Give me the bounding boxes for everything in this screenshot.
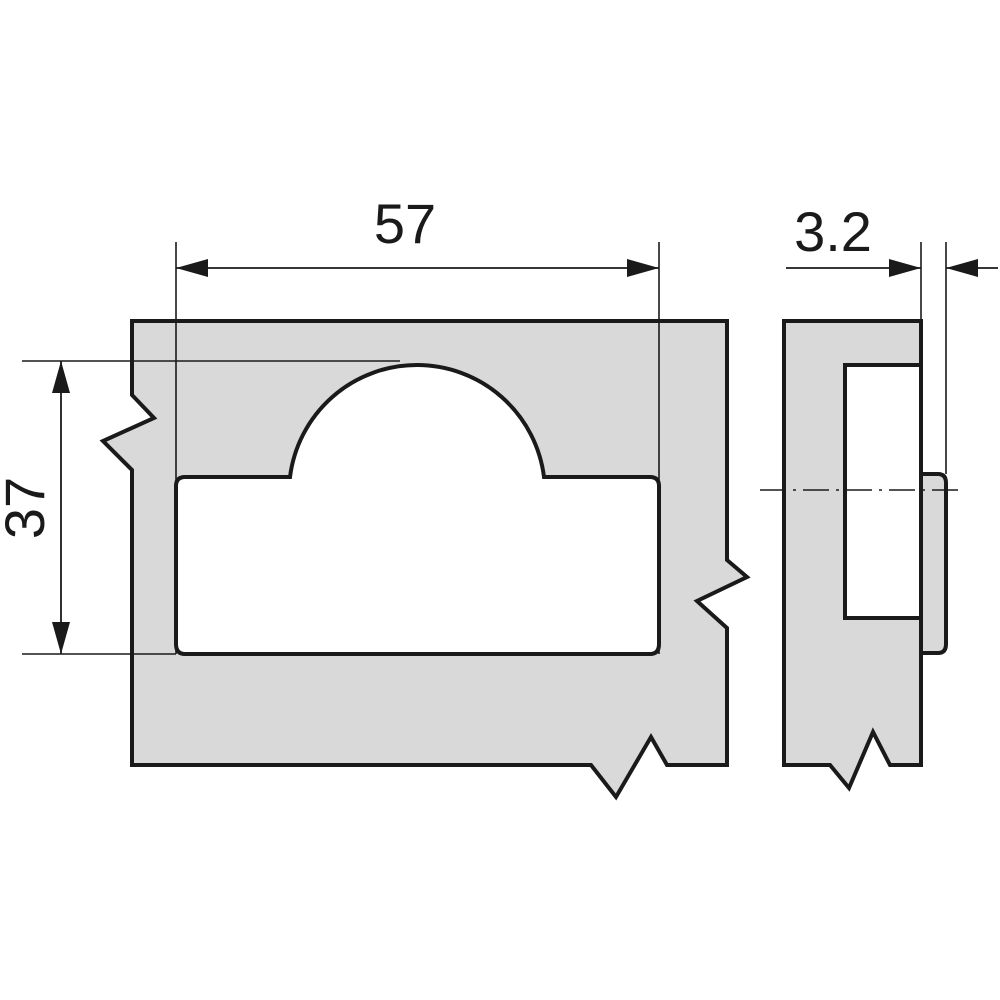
side-cup-lip — [919, 472, 948, 655]
mortise-cutout — [174, 362, 661, 656]
dim-label-height: 37 — [0, 477, 56, 539]
dim-label-depth: 3.2 — [794, 200, 872, 263]
dimension-depth: 3.2 — [786, 200, 998, 474]
arrow-bottom — [52, 622, 70, 654]
arrow-depth-left — [889, 259, 921, 277]
arrow-depth-right — [946, 259, 978, 277]
arrow-top — [52, 361, 70, 393]
arrow-right — [627, 259, 659, 277]
dimension-height: 37 — [0, 360, 400, 655]
dimension-width: 57 — [175, 192, 660, 654]
side-recess — [843, 363, 923, 620]
arrow-left — [176, 259, 208, 277]
dim-label-width: 57 — [374, 192, 436, 255]
side-view — [760, 319, 962, 792]
front-view — [99, 319, 751, 801]
